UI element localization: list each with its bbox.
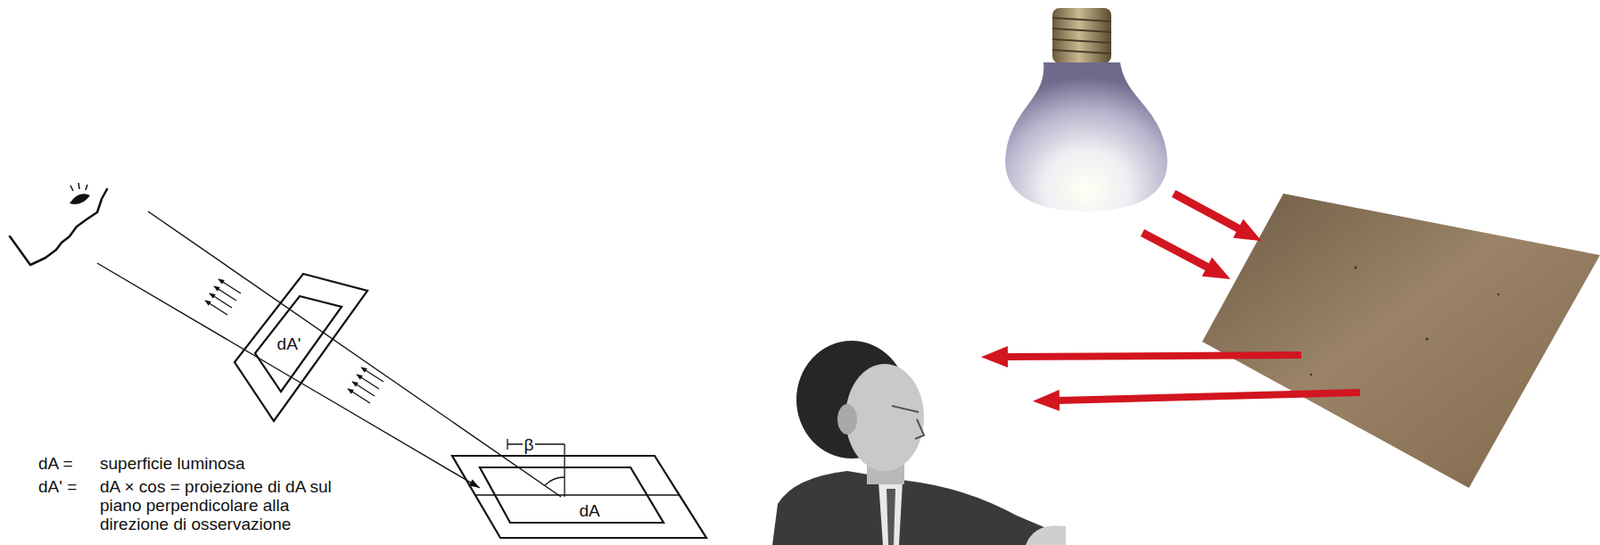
wall-texture — [1497, 293, 1500, 296]
flux-arrow — [347, 388, 371, 404]
surface-plane — [452, 455, 707, 538]
man-ear — [837, 404, 858, 435]
eye — [69, 193, 91, 205]
face-profile — [9, 189, 108, 265]
definition-text: superficie luminosa — [99, 453, 246, 473]
node-label: dA' — [277, 334, 302, 354]
wall-texture — [1354, 266, 1358, 270]
definition-term: dA' = — [38, 477, 77, 496]
lamp-bulb — [1005, 62, 1168, 212]
reflected-light-arrow — [1006, 354, 1302, 357]
angle-symbol: β — [522, 435, 537, 454]
node-outline — [479, 467, 664, 525]
angle-symbol: β — [522, 435, 537, 454]
node-outline-shape — [255, 296, 342, 392]
incident-light-arrow — [1142, 232, 1209, 268]
definition-text: dA × cos = proiezione di dA sul piano pe… — [99, 477, 355, 534]
plane-line — [475, 494, 680, 495]
man-tie — [886, 488, 896, 545]
definition-term: dA = — [38, 453, 74, 473]
lamp-thread — [1052, 17, 1112, 54]
sight-line — [97, 263, 316, 392]
node-outline-shape — [479, 467, 664, 523]
angle-bracket — [507, 443, 565, 445]
perpendicular-plane — [234, 273, 368, 421]
man-features — [891, 405, 924, 439]
node-text-box: dA — [578, 501, 600, 520]
node-text-box: dA' — [277, 334, 302, 354]
definition-text: dA × cos = proiezione di dA sul piano pe… — [99, 477, 355, 534]
man-shirt — [878, 481, 903, 545]
projected-area: dA' — [255, 296, 342, 392]
projection-line — [315, 391, 480, 488]
angle-arc — [544, 477, 565, 486]
definition-text: superficie luminosa — [99, 453, 246, 473]
wall-surface — [1202, 193, 1600, 488]
angle-bracket-tick — [506, 438, 508, 450]
man-face — [845, 363, 924, 471]
definition-term: dA' = — [38, 477, 77, 496]
node-label: dA — [578, 501, 600, 520]
man-suit — [772, 470, 1065, 545]
incident-light-arrow — [1173, 193, 1240, 230]
definition-term: dA = — [38, 453, 74, 473]
man-hand — [1025, 525, 1066, 545]
flux-arrow — [205, 300, 228, 315]
eyelashes — [70, 182, 88, 191]
reflected-light-arrow — [1057, 392, 1361, 401]
wall-texture — [1426, 338, 1429, 341]
lamp-base — [1052, 8, 1112, 64]
normal-line — [563, 444, 565, 497]
luminous-area: dA — [479, 467, 664, 525]
wall-texture — [1310, 373, 1312, 376]
